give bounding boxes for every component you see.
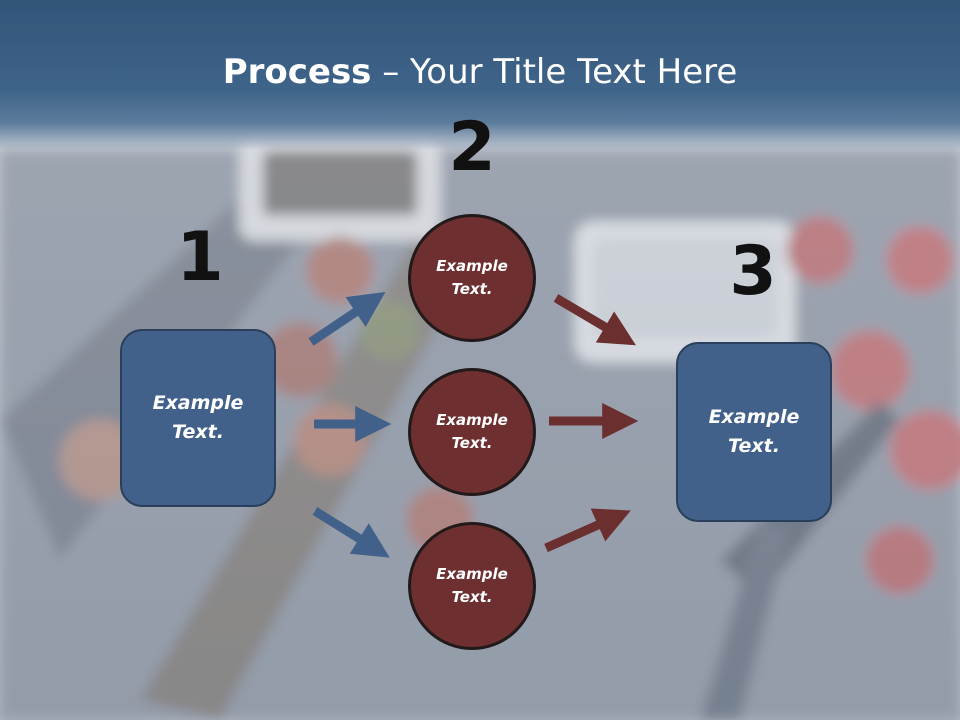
process-circle-middle[interactable]: Example Text. (408, 368, 536, 496)
left-box-text: Example Text. (152, 392, 244, 443)
step-number-2: 2 (448, 108, 496, 187)
process-circle-top[interactable]: Example Text. (408, 214, 536, 342)
circle-top-text: Example Text. (436, 257, 508, 298)
step-number-3: 3 (729, 232, 777, 311)
title-bold: Process (222, 52, 372, 92)
circle-bottom-text: Example Text. (436, 565, 508, 606)
circle-middle-text: Example Text. (436, 411, 508, 452)
title-rest: – Your Title Text Here (371, 52, 738, 92)
title-bar (0, 0, 960, 150)
left-process-box[interactable]: Example Text. (120, 329, 276, 507)
step-number-1: 1 (176, 218, 224, 297)
process-circle-bottom[interactable]: Example Text. (408, 522, 536, 650)
right-process-box[interactable]: Example Text. (676, 342, 832, 522)
slide-title: Process – Your Title Text Here (0, 52, 960, 92)
right-box-text: Example Text. (708, 406, 800, 457)
